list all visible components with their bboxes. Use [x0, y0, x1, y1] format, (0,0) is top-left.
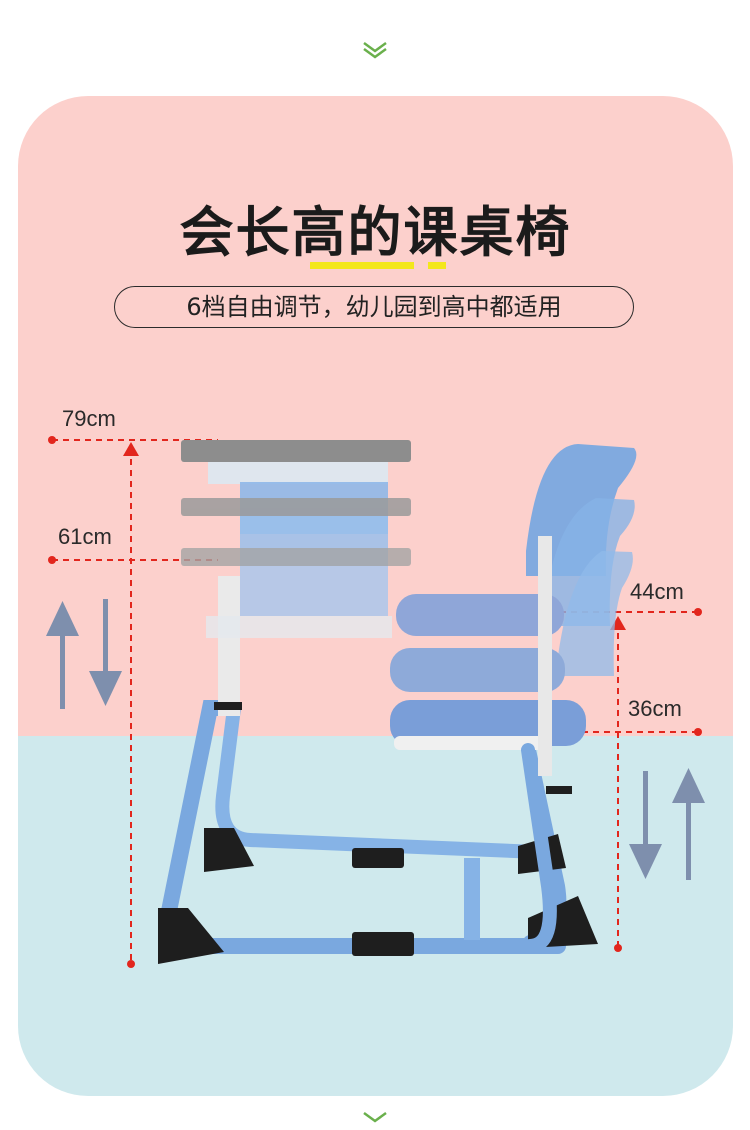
down-arrow-icon: [629, 771, 662, 879]
up-arrow-icon: [46, 601, 79, 709]
title-underline-dot: [428, 262, 446, 269]
chair-max-height-label: 44cm: [630, 579, 684, 604]
desk-height-guides: [52, 439, 218, 964]
furniture-illustration: [46, 436, 705, 968]
product-card: 会长高的课桌椅 6档自由调节，幼儿园到高中都适用: [18, 96, 733, 1096]
page-title: 会长高的课桌椅: [179, 201, 572, 264]
desk-min-height-label: 61cm: [58, 524, 112, 549]
up-arrow-icon: [672, 768, 705, 880]
desk-top-low: [181, 548, 411, 638]
chair-min-height-label: 36cm: [628, 696, 682, 721]
subtitle-pill: 6档自由调节，幼儿园到高中都适用: [114, 286, 634, 328]
up-arrow-icon: [123, 442, 139, 456]
title-underline: [310, 262, 414, 269]
chevron-down-icon: [363, 41, 387, 59]
chair: [390, 444, 637, 953]
desk-max-height-label: 79cm: [62, 406, 116, 431]
down-arrow-icon: [89, 599, 122, 706]
chevron-down-icon: [363, 1111, 387, 1123]
